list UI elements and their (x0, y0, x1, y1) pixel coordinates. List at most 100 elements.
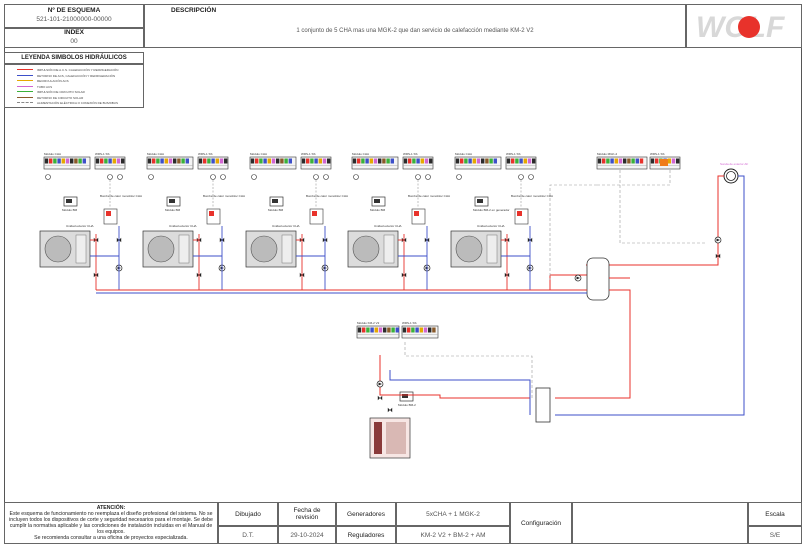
mgk-module-label: WRS-1 SS (650, 152, 665, 156)
cha-controller-terminal (267, 158, 271, 164)
drawn-value: D.T. (242, 531, 254, 539)
cha-module-label: WRS-1 SS (403, 152, 418, 156)
cha-controller-terminal (468, 158, 472, 164)
drawn-value-cell: D.T. (218, 526, 278, 544)
cha-module-terminal (310, 158, 314, 164)
room-unit-screen (169, 199, 175, 203)
sensor-icon (323, 174, 329, 180)
cha-module-terminal (322, 158, 327, 164)
km-controller-terminal (391, 327, 395, 333)
bus-line (549, 184, 597, 280)
room-unit-screen (374, 199, 380, 203)
cha-controller-terminal (373, 158, 378, 164)
index-cell: INDEX 00 (4, 28, 144, 48)
mgk-controller-terminal (602, 158, 606, 164)
generators-label-cell: Generadores (336, 502, 396, 526)
notice-footer: Se recomienda consultar a una oficina de… (34, 535, 188, 541)
cha-module-terminal (412, 158, 416, 164)
cha-controller-terminal (82, 158, 86, 164)
cha-module-terminal (219, 158, 224, 164)
outdoor-unit-label: Unidad exterior CHA (169, 224, 197, 228)
km-controller-terminal (362, 327, 366, 333)
sensor-icon (415, 174, 421, 180)
legend-line-swatch (17, 69, 33, 70)
pump-group-label: Bomba de calor monobloc CHA (100, 194, 142, 198)
config-cell: Configuración (510, 502, 572, 544)
mgk-controller-terminal (635, 158, 639, 164)
legend-item-label: RETORNO DE ACS, CALEFACCIÓN Y REFRIGERAC… (37, 73, 116, 78)
logo-cell: WOLF (686, 4, 802, 48)
outdoor-unit-panel (383, 234, 395, 264)
pump-group-label: Bomba de calor monobloc CHA (408, 194, 450, 198)
mgk-highlight (660, 159, 668, 166)
hydraulic-module-indicator (312, 211, 317, 216)
legend-title: LEYENDA SIMBOLOS HIDRÁULICOS (21, 55, 127, 61)
cha-module-terminal (408, 158, 412, 164)
cha-controller-label: Módulo CHA (44, 152, 61, 156)
km-controller-terminal (387, 327, 391, 333)
cha-module-terminal (224, 158, 228, 164)
legend-item: RETORNO DE ACS, CALEFACCIÓN Y REFRIGERAC… (17, 73, 116, 78)
description-label: DESCRIPCIÓN (171, 7, 217, 14)
sensor-icon (148, 174, 154, 180)
mgk-controller-terminal (639, 158, 644, 164)
cha-module-label: WRS-1 SS (198, 152, 213, 156)
room-unit-label: Módulo BM-2 en generador (473, 208, 510, 212)
cha-controller-terminal (271, 158, 276, 164)
cha-controller-label: Módulo CHA (147, 152, 164, 156)
outdoor-unit-fan (44, 235, 72, 263)
regulators-label-cell: Reguladores (336, 526, 396, 544)
km-module-terminal (402, 327, 407, 333)
cha-controller-terminal (386, 158, 390, 164)
cha-module-terminal (215, 158, 219, 164)
generators-value-cell: 5xCHA + 1 MGK-2 (396, 502, 510, 526)
return-pipe (389, 370, 531, 415)
cha-module-terminal (424, 158, 429, 164)
legend-line-swatch (17, 91, 33, 92)
legend-item: TUBO ACS (17, 85, 52, 89)
revision-value: 29-10-2024 (290, 531, 324, 539)
legend-line-swatch (17, 74, 33, 76)
cha-controller-terminal (382, 158, 386, 164)
outdoor-sensor-label: Sonda de exterior AF (720, 162, 748, 166)
cha-module-terminal (420, 158, 424, 164)
cha-controller-terminal (147, 158, 152, 164)
sensor-icon (107, 174, 113, 180)
cha-controller-terminal (168, 158, 173, 164)
cha-controller-terminal (152, 158, 156, 164)
revision-label: Fecha de revisión (293, 507, 321, 521)
cha-controller-terminal (70, 158, 74, 164)
right-supply-valve (715, 253, 721, 259)
cha-module-terminal (116, 158, 121, 164)
buffer-pump-arrow (576, 276, 580, 280)
legend-item-label: RECIRCULACIÓN ACS (37, 79, 69, 83)
cha-module-terminal (112, 158, 116, 164)
mgk-module-terminal (667, 158, 671, 164)
cha-controller-terminal (156, 158, 160, 164)
cha-controller-terminal (49, 158, 53, 164)
cha-controller-label: Módulo CHA (250, 152, 267, 156)
km-module-terminal (415, 327, 419, 333)
sensor-icon (220, 174, 226, 180)
cha-controller-terminal (352, 158, 357, 164)
wolf-logo-circle (738, 16, 760, 38)
bus-line (619, 170, 705, 244)
cha-controller-terminal (378, 158, 382, 164)
cha-controller-terminal (74, 158, 78, 164)
cha-controller-terminal (361, 158, 365, 164)
cha-controller-terminal (485, 158, 489, 164)
cha-controller-terminal (481, 158, 485, 164)
cha-module-label: WRS-1 SS (95, 152, 110, 156)
mgk-controller-terminal (606, 158, 610, 164)
mgk-module-terminal (655, 158, 659, 164)
legend-line-swatch (17, 80, 33, 81)
outdoor-sensor-inner (726, 171, 736, 181)
km-controller-terminal (378, 327, 383, 333)
legend-item-label: ALIMENTACIÓN ELÉCTRICA O CONEXIÓN DE BUS… (37, 101, 118, 105)
scheme-number-label: Nº DE ESQUEMA (47, 7, 101, 14)
cha-module-terminal (203, 158, 207, 164)
cha-controller-label: Módulo CHA (455, 152, 472, 156)
outdoor-unit-panel (178, 234, 190, 264)
cha-controller-terminal (284, 158, 288, 164)
